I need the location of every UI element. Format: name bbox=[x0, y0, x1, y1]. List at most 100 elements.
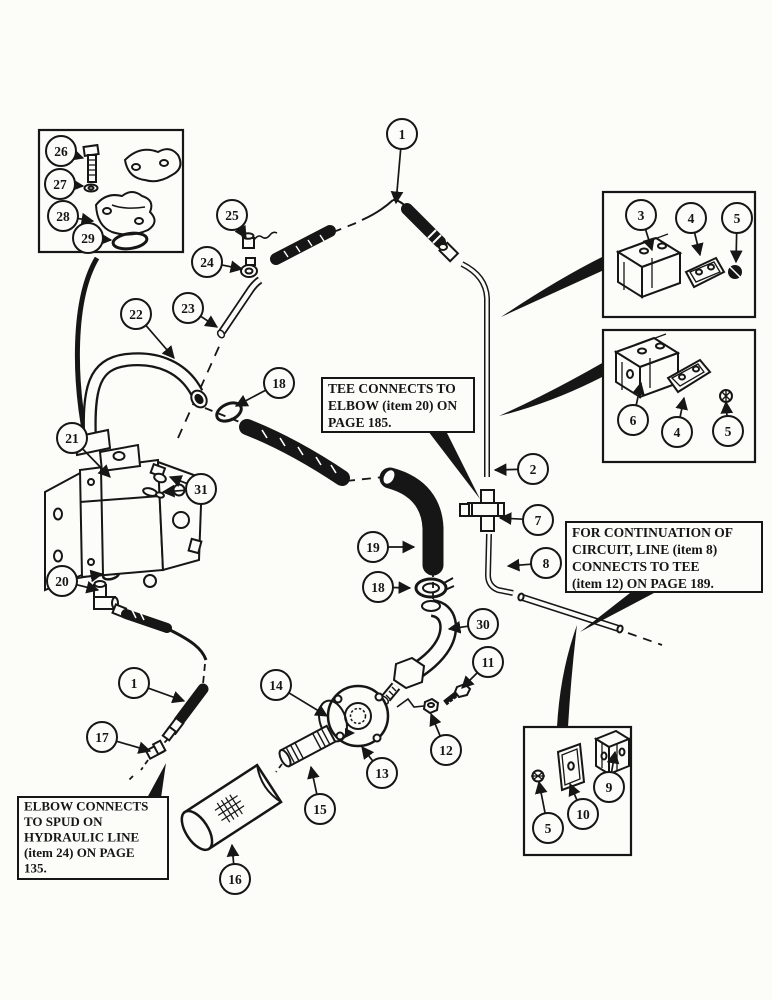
callout-11: 11 bbox=[461, 646, 504, 689]
callout-5: 5 bbox=[712, 400, 744, 447]
callout-circle bbox=[357, 531, 389, 563]
callout-circle bbox=[72, 222, 104, 254]
nipple-15 bbox=[278, 724, 337, 768]
hose-clamp-upper-parts bbox=[615, 233, 742, 299]
hose-clamp-18-lower bbox=[414, 577, 455, 599]
hose-clamp-small-parts bbox=[531, 729, 632, 792]
elbow-17 bbox=[144, 739, 167, 761]
callout-18: 18 bbox=[234, 367, 295, 407]
callout-number: 25 bbox=[225, 208, 239, 223]
callout-number: 10 bbox=[576, 807, 590, 822]
callout-9: 9 bbox=[593, 750, 625, 803]
callout-29: 29 bbox=[72, 222, 113, 254]
callout-number: 29 bbox=[81, 231, 95, 246]
callout-19: 19 bbox=[357, 531, 416, 563]
bolt-11 bbox=[443, 682, 472, 706]
flange-13 bbox=[326, 684, 390, 748]
callout-number: 1 bbox=[399, 127, 406, 142]
callout-number: 18 bbox=[371, 580, 385, 595]
callout-6: 6 bbox=[617, 381, 649, 436]
inset-clamp-kit bbox=[37, 128, 185, 254]
callout-circle bbox=[430, 734, 462, 766]
callout-number: 4 bbox=[688, 211, 695, 226]
continuation-tube bbox=[517, 592, 624, 634]
hose-arc bbox=[74, 256, 100, 441]
callout-28: 28 bbox=[47, 200, 95, 232]
callout-circle bbox=[467, 608, 499, 640]
callout-number: 28 bbox=[56, 209, 70, 224]
callout-circle bbox=[86, 721, 118, 753]
hose-1-apex-lines bbox=[361, 199, 407, 221]
callout-circle bbox=[44, 168, 76, 200]
callout-number: 13 bbox=[375, 766, 389, 781]
fitting-24 bbox=[240, 257, 258, 278]
pointer-swooshes bbox=[147, 256, 654, 798]
steel-line-2 bbox=[460, 261, 490, 477]
callout-circle bbox=[532, 812, 564, 844]
callout-5: 5 bbox=[532, 780, 564, 844]
callout-circle bbox=[120, 298, 152, 330]
callout-circle bbox=[625, 199, 657, 231]
callout-14: 14 bbox=[260, 669, 329, 717]
callout-21: 21 bbox=[56, 422, 111, 478]
callout-circle bbox=[185, 473, 217, 505]
tube-23 bbox=[216, 276, 263, 339]
pump-21 bbox=[44, 443, 204, 592]
inset-hose-clamp-upper bbox=[601, 190, 757, 319]
callout-number: 24 bbox=[200, 255, 214, 270]
callout-circle bbox=[219, 863, 251, 895]
callout-4: 4 bbox=[675, 202, 707, 257]
callout-circle bbox=[593, 771, 625, 803]
callout-circle bbox=[386, 118, 418, 150]
callout-1: 1 bbox=[118, 667, 186, 704]
callout-number: 6 bbox=[630, 413, 637, 428]
callout-13: 13 bbox=[361, 745, 398, 789]
callout-number: 3 bbox=[638, 208, 645, 223]
callout-17: 17 bbox=[86, 721, 152, 754]
callout-18: 18 bbox=[362, 571, 412, 603]
callout-10: 10 bbox=[567, 782, 599, 830]
callout-24: 24 bbox=[191, 246, 244, 278]
callout-circle bbox=[362, 571, 394, 603]
callout-number: 2 bbox=[530, 462, 537, 477]
callout-number: 14 bbox=[269, 678, 283, 693]
callout-circle bbox=[517, 453, 549, 485]
callout-circle bbox=[304, 793, 336, 825]
callout-circle bbox=[260, 669, 292, 701]
callout-number: 19 bbox=[366, 540, 380, 555]
callout-number: 7 bbox=[535, 513, 542, 528]
callout-12: 12 bbox=[429, 712, 462, 766]
callout-2: 2 bbox=[493, 453, 549, 485]
callout-number: 12 bbox=[439, 743, 453, 758]
inset-hose-clamp-lower bbox=[601, 328, 757, 464]
callout-number: 8 bbox=[543, 556, 550, 571]
callout-number: 26 bbox=[54, 144, 68, 159]
callout-number: 27 bbox=[53, 177, 67, 192]
callout-number: 22 bbox=[129, 307, 143, 322]
callout-circle bbox=[661, 416, 693, 448]
formed-tube-22 bbox=[73, 352, 208, 457]
callout-circle bbox=[118, 667, 150, 699]
callout-1: 1 bbox=[386, 118, 418, 205]
callout-number: 1 bbox=[131, 676, 138, 691]
callout-26: 26 bbox=[45, 135, 85, 167]
callout-circle bbox=[45, 135, 77, 167]
braided-hose-middle bbox=[239, 419, 350, 486]
callout-16: 16 bbox=[219, 843, 251, 895]
callout-circle bbox=[47, 200, 79, 232]
elbow-30 bbox=[378, 599, 458, 705]
nut-12 bbox=[396, 697, 440, 715]
callout-circle bbox=[675, 202, 707, 234]
callout-number: 23 bbox=[181, 301, 195, 316]
callout-4: 4 bbox=[661, 396, 693, 448]
callout-30: 30 bbox=[447, 608, 499, 640]
callout-circle bbox=[56, 422, 88, 454]
